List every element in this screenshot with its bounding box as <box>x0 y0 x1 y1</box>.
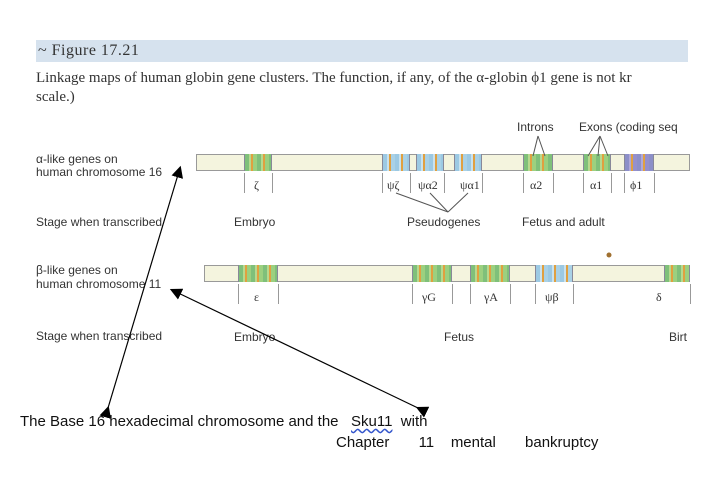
annotation-line-2: Chapter 11 mental bankruptcy <box>336 434 598 451</box>
beta-stage-fetus: Fetus <box>444 330 475 344</box>
caption-line-2: scale.) <box>36 89 75 105</box>
gene-label-psi-alpha2: ψα2 <box>418 178 438 192</box>
gene-alpha1 <box>583 154 611 171</box>
gene-alpha2 <box>523 154 553 171</box>
annotation-eleven: 11 <box>418 434 435 451</box>
beta-stage-birth: Birt <box>669 330 687 344</box>
arrow-chromosome-16 <box>99 165 183 419</box>
annotation-bankruptcy: bankruptcy <box>525 434 599 451</box>
alpha-stage-fetus-adult: Fetus and adult <box>522 215 605 229</box>
alpha-tick <box>272 173 273 193</box>
annotation-sku11: Sku11 <box>351 413 393 430</box>
exon-pointer <box>587 135 601 157</box>
annotation-mental: mental <box>450 434 496 451</box>
annotation-chapter: Chapter <box>336 434 390 451</box>
beta-tick <box>535 284 536 304</box>
gene-zeta <box>244 154 272 171</box>
gene-gamma-g <box>412 265 452 282</box>
gene-delta <box>664 265 690 282</box>
beta-tick <box>510 284 511 304</box>
alpha-tick <box>553 173 554 193</box>
intron-pointer <box>537 135 546 157</box>
gene-label-zeta: ζ <box>254 178 259 192</box>
beta-tick <box>452 284 453 304</box>
alpha-tick <box>654 173 655 193</box>
exon-pointer <box>597 135 601 157</box>
pseudogene-pointer <box>447 192 469 213</box>
alpha-tick <box>611 173 612 193</box>
alpha-tick <box>410 173 411 193</box>
gene-gamma-a <box>470 265 510 282</box>
figure-banner <box>36 40 688 62</box>
alpha-tick <box>444 173 445 193</box>
introns-label: Introns <box>517 120 554 134</box>
beta-tick <box>573 284 574 304</box>
gene-psi-alpha1 <box>454 154 482 171</box>
alpha-tick <box>624 173 625 193</box>
figure-title: ~ Figure 17.21 <box>38 42 140 59</box>
alpha-stage-pseudogenes: Pseudogenes <box>407 215 481 229</box>
gene-label-delta: δ <box>656 290 662 304</box>
alpha-stage-embryo: Embryo <box>234 215 276 229</box>
figure-caption: Linkage maps of human globin gene cluste… <box>36 69 696 107</box>
gene-label-alpha1: α1 <box>590 178 603 192</box>
pseudogene-pointer <box>429 192 449 213</box>
alpha-tick <box>382 173 383 193</box>
gene-label-psi-alpha1: ψα1 <box>460 178 480 192</box>
caption-line-1: Linkage maps of human globin gene cluste… <box>36 70 632 86</box>
intron-pointer <box>532 135 539 157</box>
gene-phi1 <box>624 154 654 171</box>
alpha-tick <box>482 173 483 193</box>
gene-epsilon <box>238 265 278 282</box>
gene-label-psi-zeta: ψζ <box>387 178 400 192</box>
gene-label-phi1: ϕ1 <box>630 178 643 192</box>
beta-label-line-1: β-like genes on <box>36 263 118 277</box>
annotation-with: with <box>400 413 428 430</box>
alpha-tick <box>244 173 245 193</box>
exon-pointer <box>599 135 609 157</box>
annotation-text-a: The Base 16 hexadecimal chromosome and t… <box>20 413 339 430</box>
gene-psi-beta <box>535 265 573 282</box>
stray-dot <box>606 252 612 258</box>
annotation-line-1: The Base 16 hexadecimal chromosome and t… <box>20 413 427 430</box>
alpha-label-line-1: α-like genes on <box>36 152 118 166</box>
gene-label-gamma-a: γA <box>484 290 498 304</box>
exons-label: Exons (coding seq <box>579 120 678 134</box>
gene-label-psi-beta: ψβ <box>545 290 559 304</box>
gene-psi-zeta <box>382 154 410 171</box>
arrow-chromosome-11 <box>169 288 430 418</box>
beta-tick <box>470 284 471 304</box>
alpha-tick <box>523 173 524 193</box>
pseudogene-pointer <box>395 192 449 213</box>
alpha-tick <box>583 173 584 193</box>
beta-tick <box>690 284 691 304</box>
gene-psi-alpha2 <box>416 154 444 171</box>
gene-label-alpha2: α2 <box>530 178 543 192</box>
